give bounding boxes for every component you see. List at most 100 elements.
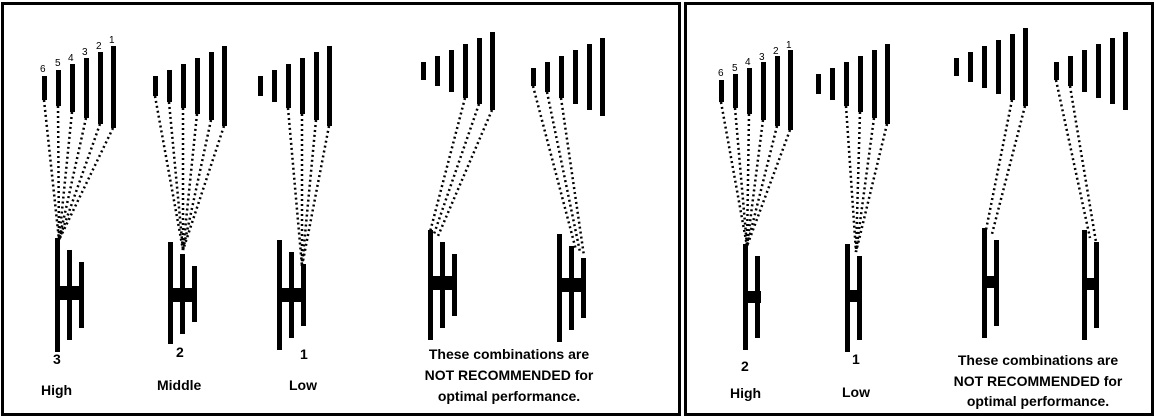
cassette-cog: [573, 50, 578, 104]
cassette-cog: [1123, 32, 1128, 110]
left-cog-numbers: 6 5 4 3 2 1: [40, 35, 115, 75]
cassette-cog: [111, 46, 116, 128]
cassette-cog: [222, 46, 227, 126]
cassette-cog: [954, 58, 959, 76]
cassette-cog: [449, 50, 454, 92]
chain-line: [300, 119, 318, 267]
cassette-cog: [272, 70, 277, 102]
gear-number-3: 3: [53, 351, 61, 367]
chain-line: [1068, 85, 1098, 243]
right-not-recommended-note: These combinations are NOT RECOMMENDED f…: [954, 352, 1123, 409]
cassette-cog: [872, 50, 877, 118]
cassette-cog: [775, 56, 780, 126]
cassette-cog: [314, 52, 319, 120]
chain-line: [844, 105, 858, 253]
chain-line: [57, 123, 102, 241]
cassette-cog: [545, 62, 550, 92]
cassette-cog: [1068, 56, 1073, 86]
chain-line: [181, 125, 226, 251]
chain-line: [57, 111, 74, 241]
chain-line: [432, 103, 481, 235]
cassette-cog: [719, 80, 724, 102]
cassette-cog: [816, 74, 821, 94]
crankset-not-recommended-hub: [560, 278, 586, 292]
cassette-cog: [885, 44, 890, 124]
cassette-cog: [844, 62, 849, 106]
gear-number-2: 2: [741, 358, 749, 374]
note-line-2: NOT RECOMMENDED for: [954, 373, 1123, 389]
chain-line: [286, 107, 304, 267]
cassette-cog: [181, 64, 186, 108]
cassette-cog: [463, 44, 468, 98]
chain-line: [531, 85, 578, 251]
chain-line: [181, 119, 213, 251]
cassette-cog: [982, 46, 987, 88]
label-low: Low: [842, 384, 870, 400]
chain-line: [745, 119, 765, 247]
cassette-cog: [1110, 38, 1115, 104]
cog-number: 2: [773, 46, 779, 57]
note-line-1: These combinations are: [429, 346, 589, 362]
label-high: High: [730, 385, 761, 401]
cassette-cog: [258, 76, 263, 96]
crankset-low-ring: [277, 240, 282, 350]
crankset-low-hub: [846, 290, 862, 302]
chain-line: [745, 129, 792, 247]
cog-number: 2: [96, 41, 102, 52]
crankset-not-recommended-hub: [1083, 278, 1097, 290]
note-line-3: optimal performance.: [967, 393, 1109, 409]
note-line-1: These combinations are: [958, 352, 1118, 368]
cassette-cog: [435, 56, 440, 86]
gear-number-1: 1: [852, 351, 860, 367]
cassette-cog: [733, 74, 738, 108]
cassette-cog: [1096, 44, 1101, 98]
cassette-cog: [195, 58, 200, 114]
cassette-cog: [327, 46, 332, 126]
cassette-cog: [761, 62, 766, 120]
chain-line: [57, 117, 88, 241]
crankset-high-ring: [55, 238, 60, 352]
cassette-cog: [153, 76, 158, 96]
chain-line: [436, 109, 494, 237]
label-middle: Middle: [157, 377, 202, 393]
cog-number: 6: [40, 64, 46, 75]
cassette-cog: [747, 68, 752, 114]
cassette-cog: [587, 44, 592, 110]
chain-line: [1054, 79, 1092, 239]
chain-line: [854, 111, 862, 253]
chain-line: [57, 127, 115, 241]
cassette-cog: [56, 70, 61, 106]
crankset-middle-ring: [168, 242, 173, 344]
chain-line: [42, 99, 61, 241]
note-line-2: NOT RECOMMENDED for: [425, 367, 594, 383]
chain-line: [181, 113, 199, 251]
crankset-high-hub: [60, 286, 84, 300]
cassette-cog: [996, 40, 1001, 94]
chain-line: [733, 107, 749, 247]
cassette-cog: [1082, 50, 1087, 92]
cog-number: 3: [82, 47, 88, 58]
label-low: Low: [289, 377, 317, 393]
chain-line: [153, 95, 185, 251]
chain-line: [300, 125, 331, 267]
cassette-cog: [968, 52, 973, 82]
cassette-cog: [531, 68, 536, 86]
cog-number: 1: [786, 40, 792, 51]
chain-line: [984, 99, 1014, 231]
gear-number-1: 1: [300, 346, 308, 362]
cassette-cog: [42, 76, 47, 100]
crankset-not-recommended-hub: [430, 276, 456, 290]
cassette-cog: [167, 70, 172, 102]
crankset-low-hub: [282, 288, 306, 302]
right-cog-numbers: 6 5 4 3 2 1: [718, 40, 792, 79]
cassette-cog: [70, 64, 75, 112]
gear-number-2: 2: [176, 344, 184, 360]
crankset-not-recommended-hub: [983, 276, 997, 288]
cassette-cog: [477, 38, 482, 104]
crankset-middle-hub: [172, 288, 196, 302]
diagram-graphics: [42, 28, 1128, 352]
crankset-not-recommended-ring: [557, 234, 562, 342]
cog-number: 4: [745, 57, 751, 68]
cassette-cog: [1023, 28, 1028, 106]
